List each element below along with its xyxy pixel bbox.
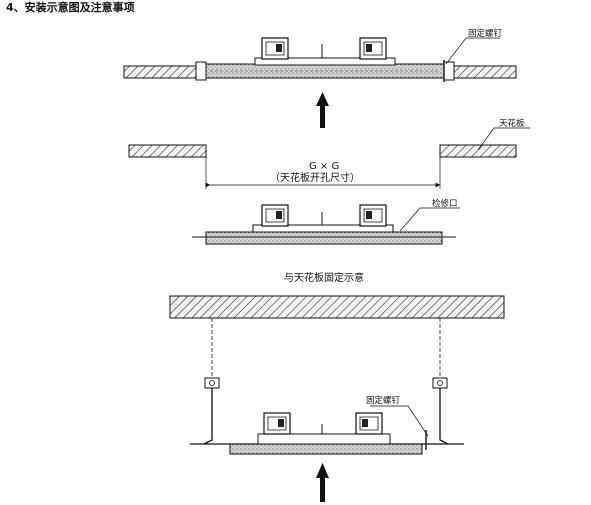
leader-fix-screw-bottom (370, 405, 429, 437)
housing-left (261, 37, 289, 60)
section-fixing (169, 295, 505, 455)
label-fix-screw-bottom: 固定螺钉 (366, 396, 401, 406)
housing-right (359, 37, 387, 60)
panel-body-2 (229, 443, 423, 455)
housing-left-3 (263, 412, 291, 435)
page-title: 4、安装示意图及注意事项 (6, 1, 135, 14)
housing-left-2 (261, 204, 289, 227)
section-installed (123, 37, 517, 82)
label-size-formula: G × G (309, 161, 340, 172)
section-access-panel (192, 204, 460, 245)
label-ceiling-board: 天花板 (499, 119, 525, 129)
housing-right-2 (359, 204, 387, 227)
section-opening (128, 127, 530, 189)
hook-left (203, 377, 220, 445)
arrow-up-icon (316, 92, 329, 128)
caption-fixing: 与天花板固定示意 (284, 273, 364, 284)
hook-right (432, 377, 449, 445)
leader-ceiling-board (477, 127, 530, 151)
housing-right-3 (355, 412, 383, 435)
leader-fix-screw-top (445, 37, 500, 65)
ceiling-board-right (439, 144, 517, 158)
ceiling-slab-right (443, 65, 517, 79)
label-ceiling-opening: （天花板开孔尺寸） (270, 173, 360, 184)
leader-access-panel (399, 207, 460, 232)
ceiling-board-left (128, 144, 207, 158)
ceiling-slab-top (169, 295, 505, 319)
label-access-panel: 检修口 (432, 199, 458, 209)
label-fix-screw-top: 固定螺钉 (468, 29, 503, 39)
arrow-up-icon-2 (316, 463, 329, 502)
